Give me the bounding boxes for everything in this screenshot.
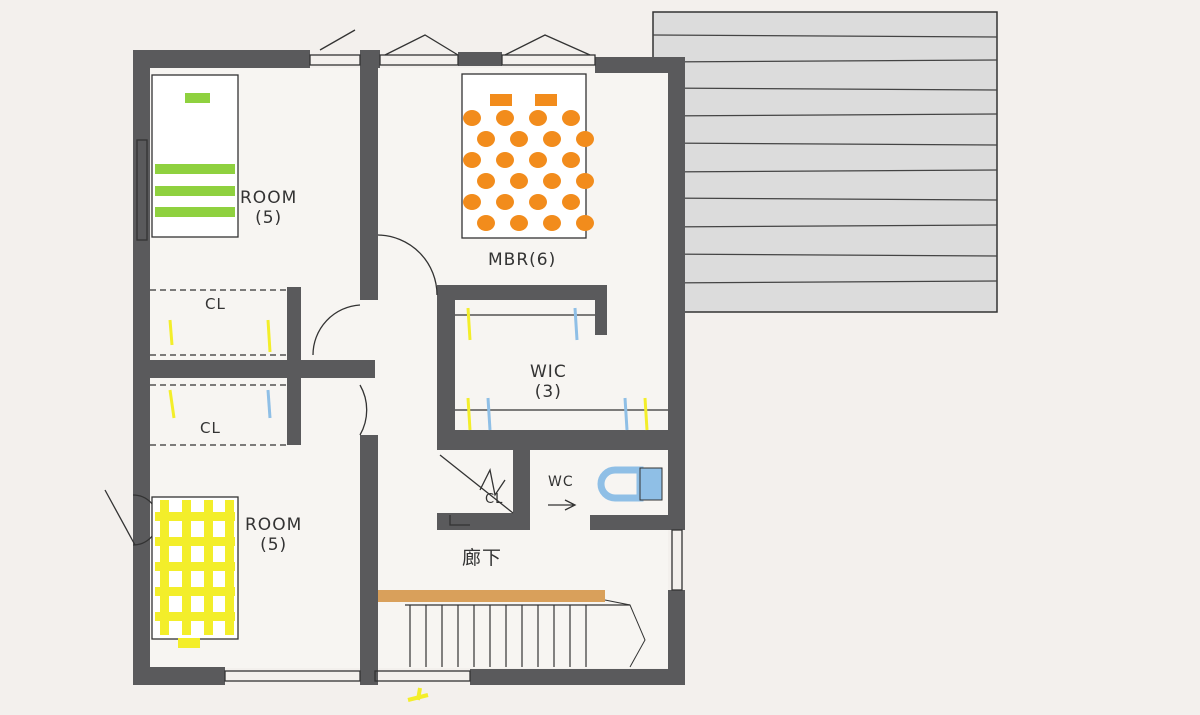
room-size: (5) [255, 208, 283, 228]
balcony-deck [652, 11, 998, 313]
bed-dot [576, 173, 594, 189]
bed-room5-lower [151, 496, 239, 648]
bed-dot [510, 215, 528, 231]
windows [136, 29, 683, 682]
bed-dot [496, 152, 514, 168]
corridor-label: 廊下 [462, 547, 503, 569]
bed-dot [463, 194, 481, 210]
closet-label: CL [205, 295, 226, 313]
bed-dot [543, 131, 561, 147]
bed-dot [496, 110, 514, 126]
room-name: ROOM [245, 515, 303, 535]
bed-dot [576, 131, 594, 147]
room-label-lower: ROOM(5) [245, 515, 302, 555]
bed-dot [510, 173, 528, 189]
bed-dot [562, 194, 580, 210]
bed-dot [477, 173, 495, 189]
bed-room5-upper [151, 74, 239, 238]
bed-dot [463, 110, 481, 126]
wc-label: WC [548, 474, 574, 490]
bed-dot [477, 215, 495, 231]
toilet-icon [597, 466, 663, 502]
staircase [378, 590, 646, 702]
bed-mbr [461, 73, 594, 239]
wic-label: WIC(3) [530, 362, 567, 402]
bed-dot [510, 131, 528, 147]
bed-dot [463, 152, 481, 168]
bed-dot [543, 215, 561, 231]
room-size: (5) [260, 535, 288, 555]
bed-dot [562, 110, 580, 126]
room-name: ROOM [240, 188, 298, 208]
bed-dot [529, 110, 547, 126]
room-size: (3) [534, 382, 562, 402]
closet-hangers [168, 307, 649, 431]
closet-label: CL [200, 419, 221, 437]
bed-dot [562, 152, 580, 168]
mbr-label: MBR(6) [488, 250, 557, 270]
doors [104, 234, 668, 546]
bed-dot [576, 215, 594, 231]
bed-dot [543, 173, 561, 189]
room-name: WIC [530, 362, 567, 382]
bed-dot [529, 194, 547, 210]
bed-dot [529, 152, 547, 168]
bed-dot [477, 131, 495, 147]
closet-label: CL [485, 492, 504, 507]
room-label-upper: ROOM(5) [240, 188, 297, 228]
bed-dot [496, 194, 514, 210]
